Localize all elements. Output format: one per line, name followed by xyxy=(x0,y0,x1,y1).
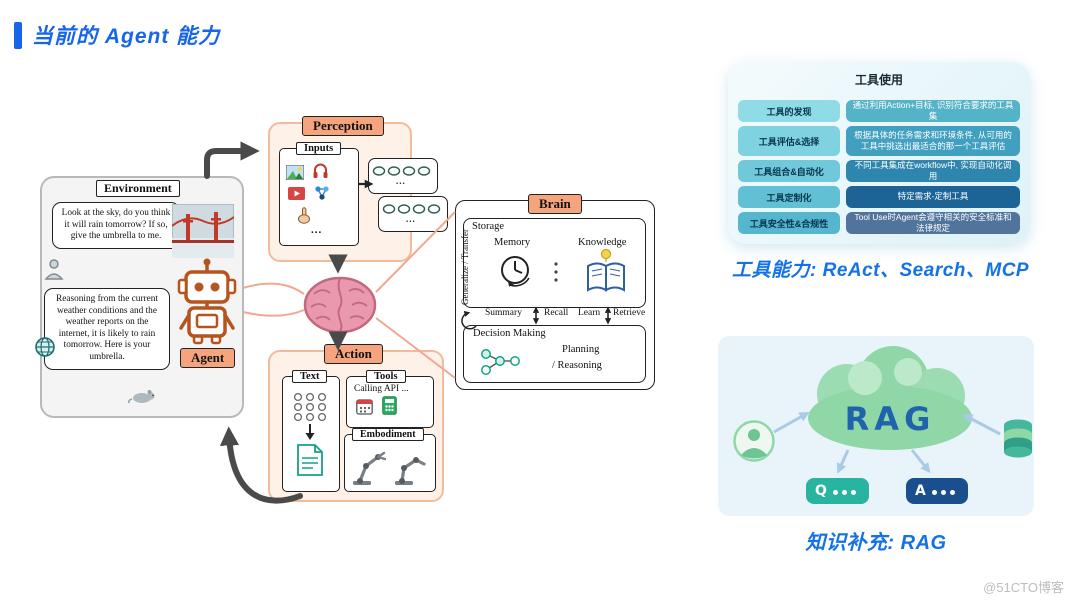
hand-pointer-icon xyxy=(298,207,310,224)
token-back-ellipsis: ... xyxy=(396,176,406,186)
tool-row-label: 工具评估&选择 xyxy=(738,126,840,156)
token-row-back xyxy=(372,166,431,176)
text-label: Text xyxy=(292,370,328,383)
learn-label: Learn xyxy=(578,308,601,318)
document-icon xyxy=(297,444,323,476)
action-label: Action xyxy=(324,344,383,364)
environment-label: Environment xyxy=(96,180,180,197)
knowledge-book-icon xyxy=(587,248,625,292)
agent-speech-bubble: Reasoning from the current weather condi… xyxy=(44,288,170,370)
memory-clock-icon xyxy=(501,256,530,287)
arrow-environment-to-perception xyxy=(204,141,260,179)
rag-caption: 知识补充: RAG xyxy=(805,532,947,554)
tool-row-desc: 不同工具集成在workflow中, 实现自动化调用 xyxy=(846,160,1020,182)
audio-icon xyxy=(313,163,328,178)
person-avatar-icon xyxy=(733,420,775,462)
robot-icon xyxy=(177,258,237,345)
image-icon xyxy=(286,165,304,180)
token-grid-icon xyxy=(293,392,327,422)
brain-illustration xyxy=(303,276,377,334)
tool-row-label: 工具定制化 xyxy=(738,186,840,208)
planning-line: Planning xyxy=(562,344,600,355)
watermark: @51CTO博客 xyxy=(983,580,1064,595)
molecule-icon xyxy=(315,186,329,200)
rag-cloud-label: RAG xyxy=(845,400,936,438)
tool-row-desc: Tool Use时Agent会遵守相关的安全标准和法律规定 xyxy=(846,212,1020,234)
knowledge-label: Knowledge xyxy=(578,237,627,248)
tool-table-title: 工具使用 xyxy=(854,73,903,87)
inputs-label: Inputs xyxy=(296,142,342,155)
summary-label: Summary xyxy=(485,308,522,318)
retrieve-label: Retrieve xyxy=(613,308,646,318)
page-title: 当前的 Agent 能力 xyxy=(32,25,221,48)
title-accent-bar xyxy=(14,22,22,49)
storage-box xyxy=(463,218,646,308)
calling-api-label: Calling API ... xyxy=(354,384,409,394)
storage-label: Storage xyxy=(472,221,505,232)
tool-row-desc: 根据具体的任务需求和环境条件, 从可用的工具中挑选出最适合的那一个工具评估 xyxy=(846,126,1020,156)
inputs-ellipsis: ... xyxy=(311,224,323,236)
agent-label: Agent xyxy=(180,348,236,368)
tool-row-label: 工具的发现 xyxy=(738,100,840,122)
decision-box xyxy=(463,325,646,383)
bridge-photo xyxy=(172,204,234,258)
mouse-icon xyxy=(128,390,155,404)
typing-dots xyxy=(832,482,860,500)
generalize-transfer-label: Generalize / Transfer xyxy=(460,229,470,305)
database-icon xyxy=(1004,419,1032,458)
tool-row-desc: 特定需求-定制工具 xyxy=(846,186,1020,208)
globe-icon xyxy=(35,337,55,357)
answer-bubble: A xyxy=(906,478,968,504)
tools-label: Tools xyxy=(366,370,406,383)
typing-dots xyxy=(931,482,959,500)
tool-row-desc: 通过利用Action+目标, 识别符合要求的工具集 xyxy=(846,100,1020,122)
tool-capability-caption: 工具能力: ReAct、Search、MCP xyxy=(732,260,1030,281)
token-front-ellipsis: ... xyxy=(406,214,416,224)
q-letter: Q xyxy=(815,483,827,499)
decision-making-label: Decision Making xyxy=(473,328,546,339)
connector-robot-brain-top xyxy=(242,282,305,295)
robot-arm-icon xyxy=(353,451,386,485)
calculator-icon xyxy=(382,396,397,415)
perception-label: Perception xyxy=(302,116,384,136)
user-icon xyxy=(44,259,64,280)
rag-cloud: RAG xyxy=(808,346,972,450)
user-speech-bubble: Look at the sky, do you think it will ra… xyxy=(52,202,180,249)
reasoning-line: / Reasoning xyxy=(552,359,602,371)
robot-arm-icon-2 xyxy=(395,457,426,485)
recall-label: Recall xyxy=(544,308,569,318)
memory-label: Memory xyxy=(494,237,531,248)
tool-usage-table: 工具使用 工具的发现 通过利用Action+目标, 识别符合要求的工具集 工具评… xyxy=(728,62,1030,244)
token-row-front xyxy=(382,204,441,214)
token-box-back xyxy=(368,158,438,194)
question-bubble: Q xyxy=(806,478,869,504)
video-icon xyxy=(288,187,305,200)
down-arrow-icon xyxy=(305,424,315,440)
a-letter: A xyxy=(915,483,926,499)
tool-row-label: 工具组合&自动化 xyxy=(738,160,840,182)
embodiment-label: Embodiment xyxy=(352,428,424,441)
brain-label: Brain xyxy=(528,194,582,214)
connector-robot-brain-bottom xyxy=(242,309,305,317)
planning-flow-icon xyxy=(481,349,520,375)
planning-reasoning-label: Planning / Reasoning xyxy=(552,342,602,374)
calendar-icon xyxy=(356,399,373,415)
tool-row-label: 工具安全性&合规性 xyxy=(738,212,840,234)
